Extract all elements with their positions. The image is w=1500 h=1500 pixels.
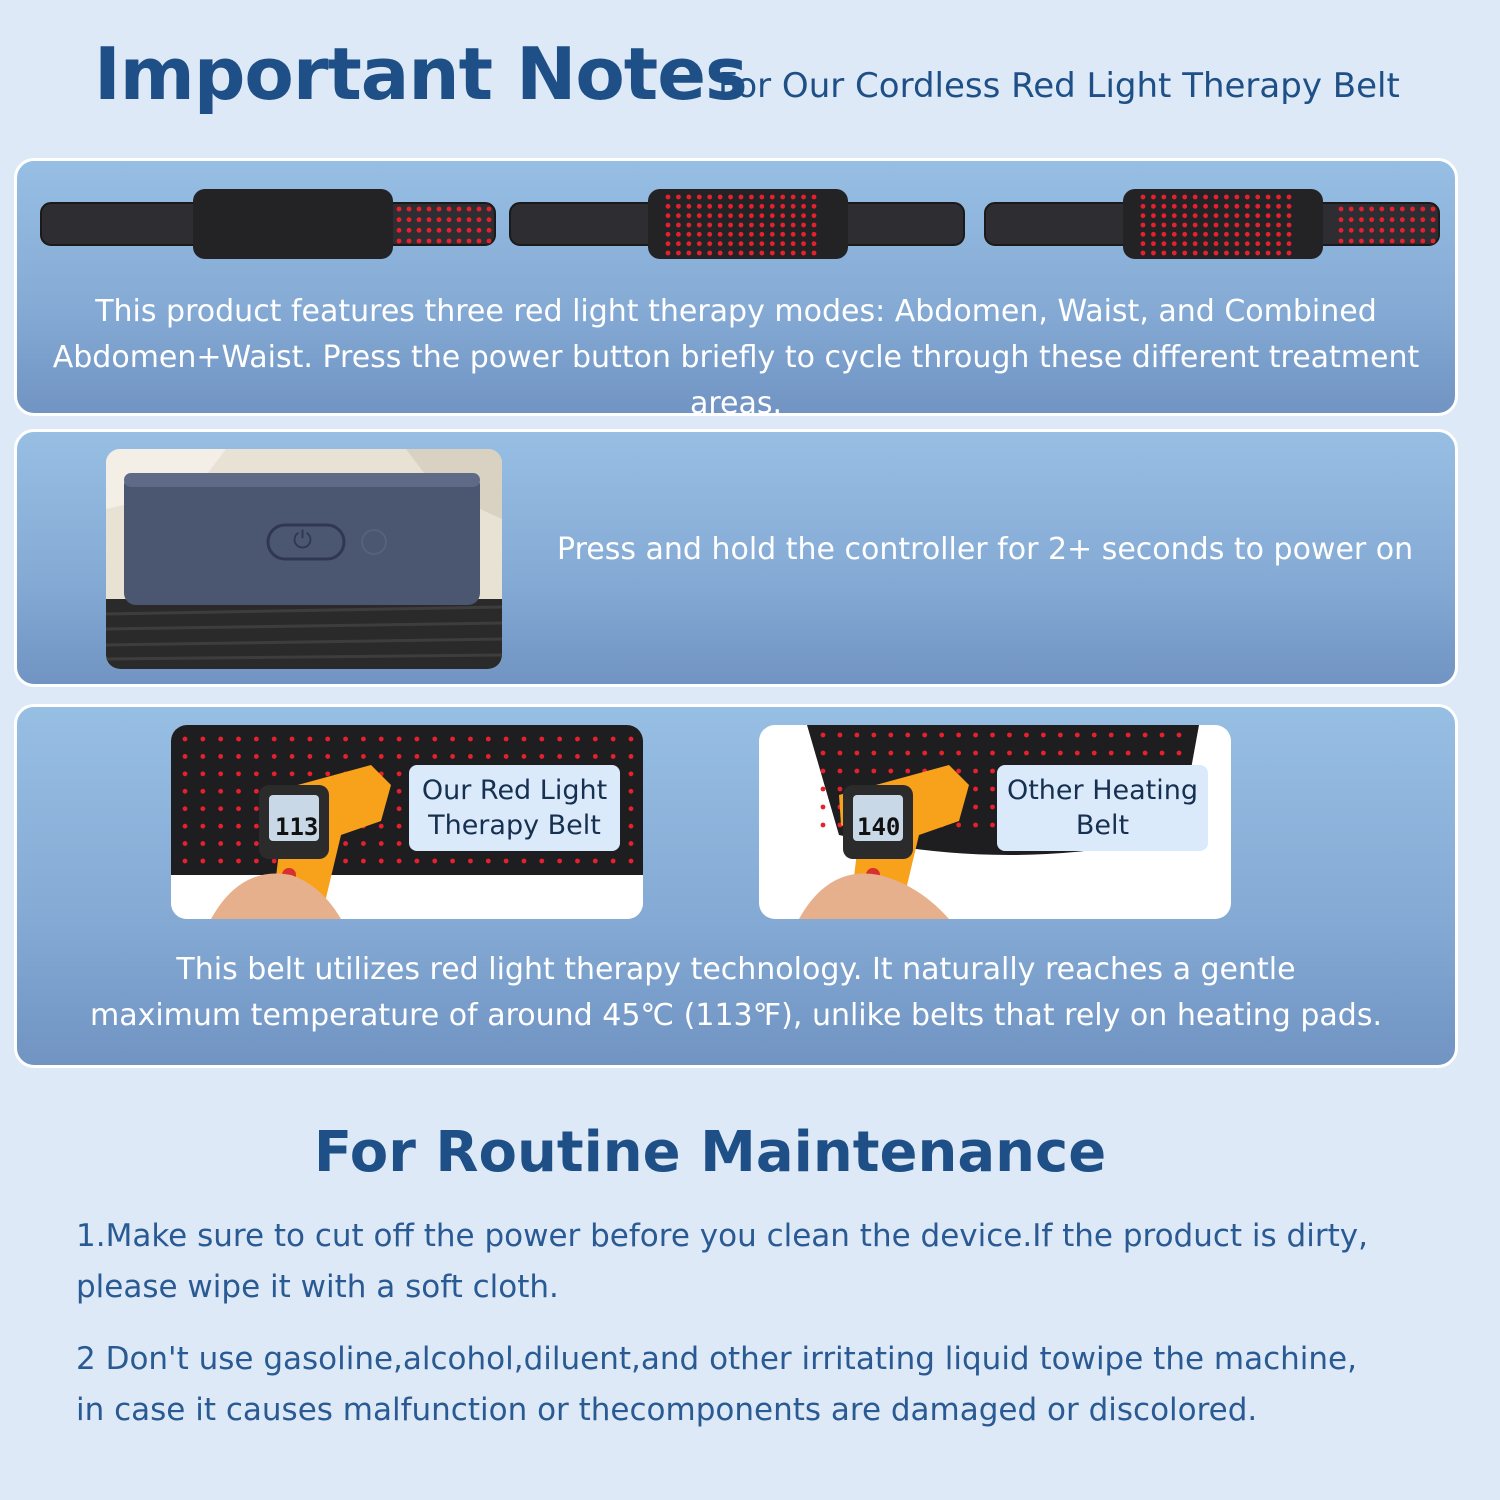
page-subtitle: For Our Cordless Red Light Therapy Belt	[718, 66, 1400, 106]
other-belt-label-line1: Other Heating	[1006, 775, 1199, 806]
maintenance-note-1: 1.Make sure to cut off the power before …	[76, 1211, 1376, 1313]
belt-abdomen-svg	[509, 189, 965, 259]
maintenance-note-2: 2 Don't use gasoline,alcohol,diluent,and…	[76, 1334, 1376, 1436]
other-belt-comparison-card: 140 Other Heating Belt	[759, 725, 1231, 919]
belt-combined-svg	[984, 189, 1440, 259]
belt-waist-svg	[40, 189, 496, 259]
our-belt-label-line2: Therapy Belt	[428, 810, 601, 841]
power-instruction: Press and hold the controller for 2+ sec…	[557, 532, 1414, 567]
temperature-description: This belt utilizes red light therapy tec…	[17, 947, 1455, 1039]
other-belt-temperature-reading: 140	[857, 813, 901, 841]
power-icon: ⏻	[293, 526, 312, 554]
controller-svg	[106, 449, 502, 669]
modes-description-line2: Abdomen+Waist. Press the power button br…	[52, 340, 1420, 416]
our-belt-temperature-reading: 113	[275, 813, 319, 841]
maintenance-title: For Routine Maintenance	[313, 1120, 1107, 1185]
maintenance-note-2-line2: in case it causes malfunction or thecomp…	[76, 1392, 1258, 1428]
other-belt-label: Other Heating Belt	[997, 765, 1208, 851]
modes-description: This product features three red light th…	[17, 289, 1455, 416]
modes-panel: This product features three red light th…	[14, 158, 1458, 416]
temperature-description-line1: This belt utilizes red light therapy tec…	[176, 952, 1296, 987]
power-panel: ⏻ Press and hold the controller for 2+ s…	[14, 429, 1458, 687]
modes-description-line1: This product features three red light th…	[95, 294, 1377, 329]
our-belt-comparison-card: 113 Our Red Light Therapy Belt	[171, 725, 643, 919]
maintenance-note-1-line2: please wipe it with a soft cloth.	[76, 1269, 559, 1305]
maintenance-note-2-line1: 2 Don't use gasoline,alcohol,diluent,and…	[76, 1341, 1357, 1377]
belt-mode-waist-image	[39, 187, 497, 263]
our-belt-label: Our Red Light Therapy Belt	[409, 765, 620, 851]
temperature-panel: 113 Our Red Light Therapy Belt 140 Other…	[14, 704, 1458, 1068]
belt-mode-abdomen-image	[508, 187, 966, 263]
temperature-description-line2: maximum temperature of around 45℃ (113℉)…	[89, 998, 1383, 1033]
maintenance-note-1-line1: 1.Make sure to cut off the power before …	[76, 1218, 1368, 1254]
controller-photo: ⏻	[106, 449, 502, 669]
our-belt-label-line1: Our Red Light	[421, 775, 608, 806]
page-title: Important Notes	[94, 32, 748, 116]
belt-mode-combined-image	[983, 187, 1441, 263]
other-belt-label-line2: Belt	[1075, 810, 1130, 841]
